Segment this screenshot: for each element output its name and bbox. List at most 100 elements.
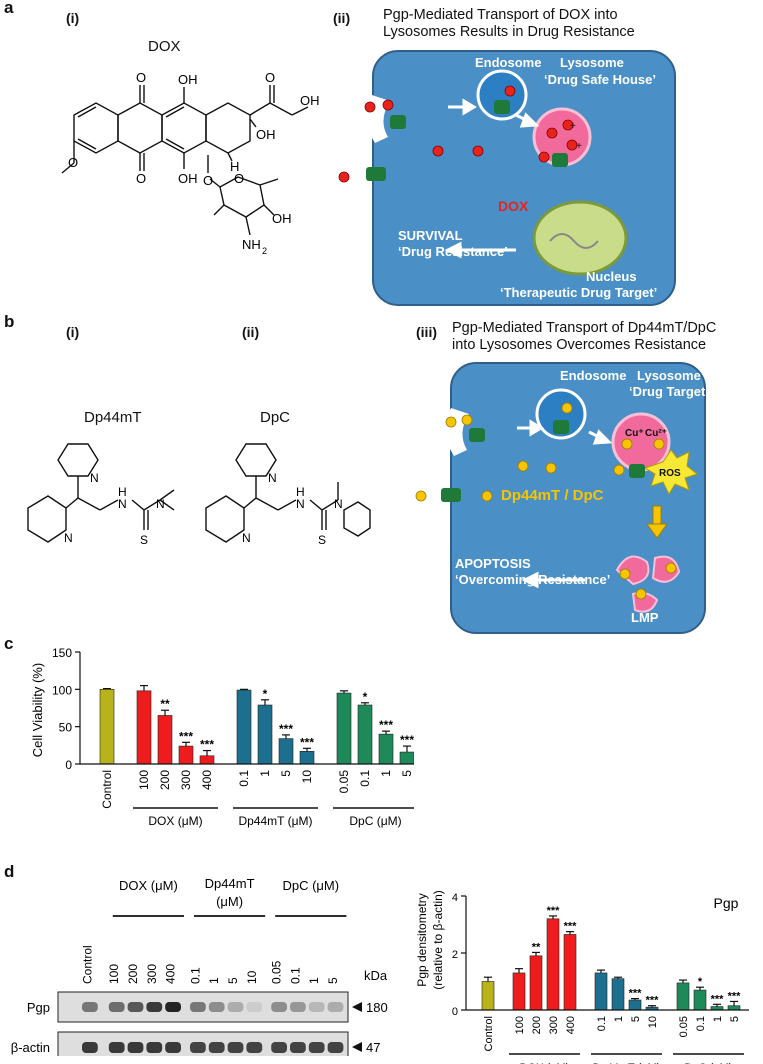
blot-band-1-11 [308,1042,325,1053]
blot-band-1-7 [227,1042,244,1053]
chart-d-bar-1-3 [563,934,577,1011]
blot-band-1-6 [208,1042,225,1053]
nucleus-label: Nucleus [586,269,637,284]
blot-band-0-6 [208,1002,225,1012]
atom-oh1: OH [178,72,198,87]
drug-target-label: ‘Drug Target’ [629,384,705,399]
blot-band-1-9 [271,1042,287,1053]
chart-c-sig-3-1: * [363,690,368,704]
chart-c-tick-label-0-0: Control [100,770,114,809]
chart-d-tick-label-3-2: 1 [712,1016,724,1022]
pgp-densitometry-chart: Pgp densitometry (relative to β-actin) P… [415,890,749,1064]
cu1-label: Cu⁺ [625,428,644,439]
chart-c-bar-1-0 [136,690,152,765]
chart-d-tick-label-0-0: Control [483,1016,495,1051]
blot-band-0-1 [108,1002,125,1012]
plus-charge-2: + [576,141,582,152]
chart-c-tick-label-2-2: 5 [279,770,293,777]
chart-c-ytick-label-0: 0 [65,758,72,772]
blot-lane-label-3: 300 [145,964,159,984]
chart-c-ytick-label-3: 150 [52,646,72,660]
chart-d-bar-1-0 [512,972,526,1011]
dpc-n2: N [242,531,251,545]
chart-d-tick-label-3-0: 0.05 [678,1016,690,1037]
atom-o3: O [136,171,146,186]
cu2-label: Cu²⁺ [645,428,667,439]
chart-d-sig-3-1: * [698,976,703,988]
chart-d-group-label-2: Dp44mT (μM) [593,1062,661,1064]
chart-d-tick-label-1-2: 300 [548,1016,560,1034]
chart-d-tick-label-2-3: 10 [647,1016,659,1028]
dpc-h: H [296,485,305,499]
blot-band-1-8 [246,1042,263,1053]
dp44-n4: N [156,497,165,511]
atom-o2: O [265,70,275,85]
chart-d-bar-2-1 [611,978,625,1011]
panel-b-ii-label: (ii) [242,324,260,340]
blot-band-1-3 [146,1042,163,1053]
blot-band-0-12 [327,1002,344,1012]
atom-nh2: NH [242,237,261,252]
chart-c-tick-label-1-3: 400 [200,770,214,790]
panel-a-i-label: (i) [66,10,80,26]
atom-oh2: OH [300,93,320,108]
chart-d-bar-3-0 [676,982,690,1011]
panel-b-letter: b [4,312,15,331]
chart-d-tick-label-2-0: 0.1 [596,1016,608,1031]
atom-oh5: OH [272,211,292,226]
panel-a-ii-label: (ii) [333,10,351,26]
panel-b-title-2: into Lysosomes Overcomes Resistance [452,337,707,353]
dp44-drug-label: Dp44mT / DpC [501,487,604,504]
blot-band-0-9 [271,1002,287,1012]
chart-c-bar-2-0 [236,689,252,765]
atom-oh4: OH [178,171,198,186]
apoptosis-label: APOPTOSIS [455,556,531,571]
chart-d-tick-label-3-1: 0.1 [695,1016,707,1031]
atom-o4: O [203,173,213,188]
blot-arrow-1 [352,1042,362,1052]
survival-label: SURVIVAL [398,228,463,243]
panel-b-title-1: Pgp-Mediated Transport of Dp44mT/DpC [452,320,717,336]
blot-band-0-4 [165,1002,181,1012]
chart-c-tick-label-2-3: 10 [300,770,314,784]
blot-band-0-2 [127,1002,144,1012]
chart-d-sig-1-3: *** [564,921,578,933]
chart-c-bar-3-1 [357,704,373,765]
blot-kda-label: kDa [364,968,388,983]
blot-band-1-2 [127,1042,144,1053]
chart-c-bar-2-3 [299,751,315,765]
blot-lane-label-8: 10 [245,970,259,984]
endosome-label-b: Endosome [560,368,626,383]
chart-d-ylabel: Pgp densitometry [415,893,429,986]
blot-lane-label-5: 0.1 [188,967,202,984]
chart-d-sig-2-2: *** [629,988,643,1000]
blot-band-0-11 [308,1002,325,1012]
chart-c-group-label-1: DOX (μM) [148,814,202,828]
chart-c-sig-2-1: * [263,687,268,701]
chart-c-sig-1-3: *** [200,738,214,752]
chart-d-group-label-1: DOX (μM) [520,1062,570,1064]
atom-h: H [230,159,239,174]
chart-d-tick-label-2-1: 1 [613,1016,625,1022]
blot-band-0-10 [290,1002,306,1012]
atom-nh2-sub: 2 [262,246,267,256]
panel-b-iii-label: (iii) [416,324,437,340]
dpc-n4: N [334,497,343,511]
dpc-structure: N N H N S N [205,443,371,547]
dox-structure-name: DOX [148,38,181,55]
atom-o6: O [234,171,244,186]
blot-lane-label-10: 0.1 [288,967,302,984]
panel-a-title-2: Lysosomes Results in Drug Resistance [383,24,635,40]
dpc-n3: N [296,497,305,511]
atom-o1: O [136,70,146,85]
chart-d-bar-2-2 [628,999,642,1011]
chart-c-bar-2-1 [257,704,273,765]
blot-lane-label-0: Control [80,945,94,984]
chart-d-bar-0-0 [481,981,495,1011]
dp44-n3: N [118,497,127,511]
lysosome-label-a: Lysosome [560,55,624,70]
panel-c-letter: c [4,634,14,653]
blot-band-1-12 [327,1042,344,1053]
chart-d-bar-1-2 [546,918,560,1011]
